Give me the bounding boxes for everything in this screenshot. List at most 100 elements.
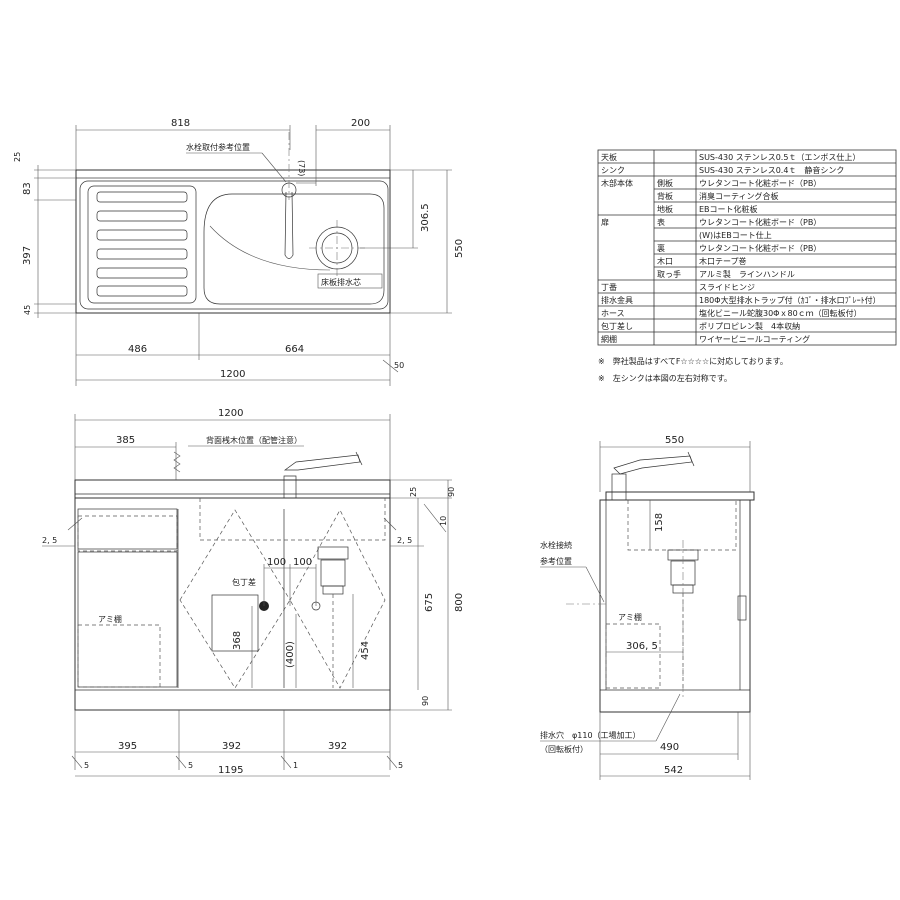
spec-cell-c3: ウレタンコート化粧ボード（PB）	[699, 178, 821, 188]
spec-note-1: ※ 弊社製品はすべてF☆☆☆☆に対応しております。	[598, 356, 788, 366]
door-swing-lines	[179, 509, 386, 689]
side-ami-shelf	[605, 623, 661, 689]
spec-cell-c3: スライドヒンジ	[699, 283, 755, 292]
front-sink-bowl	[199, 498, 386, 541]
spec-cell-c1: 排水金具	[601, 295, 633, 305]
dim-397: 397	[22, 246, 33, 265]
spec-note-2: ※ 左シンクは本図の左右対称です。	[598, 373, 732, 383]
dim-45: 45	[23, 305, 32, 315]
dim-200: 200	[351, 118, 370, 129]
dim-25-front: 25	[409, 487, 418, 497]
dim-800: 800	[454, 593, 465, 612]
front-ami-label: アミ棚	[98, 614, 122, 624]
dim-100a: 100	[267, 557, 286, 568]
dim-10: 10	[439, 516, 448, 526]
dim-550-side: 550	[665, 435, 684, 446]
spec-cell-c3: 消臭コーティング合板	[699, 191, 779, 201]
drainboard	[87, 185, 197, 304]
spec-cell-c3: SUS-430 ステンレス0.4ｔ 静音シンク	[699, 165, 844, 175]
label-faucet-conn-2: 参考位置	[540, 556, 572, 566]
dim-550: 550	[454, 239, 465, 258]
spec-cell-c3: EBコート化粧板	[699, 204, 758, 214]
dim-1195: 1195	[218, 765, 243, 776]
counter-back-edge	[75, 169, 391, 179]
spec-cell-c2: 表	[657, 217, 665, 227]
drawer-front	[77, 508, 178, 550]
side-faucet-spout	[613, 455, 693, 475]
side-body	[599, 499, 751, 713]
spec-cell-c3: 180Φ大型排水トラップ付（ｶｺﾞ・排水口ﾌﾟﾚｰﾄ付）	[699, 295, 881, 305]
dim-392a: 392	[222, 741, 241, 752]
label-drain-hole-1: 排水穴 φ110（工場加工）	[540, 730, 641, 740]
front-ami-shelf	[77, 624, 161, 688]
spec-cell-c1: 扉	[601, 217, 609, 227]
spec-cell-c3: アルミ製 ラインハンドル	[699, 269, 795, 279]
side-view: 158 アミ棚 306, 5 水栓接続 参考位置 550 490 542 排水穴…	[540, 435, 755, 780]
label-drain-center: 床板排水芯	[321, 277, 361, 287]
dim-400: (400)	[285, 641, 296, 668]
dim-73: (73)	[297, 160, 306, 176]
dim-818: 818	[171, 118, 190, 129]
spec-cell-c3: ウレタンコート化粧ボード（PB）	[699, 217, 821, 227]
spec-cell-c2: 背板	[657, 191, 673, 201]
dim-392b: 392	[328, 741, 347, 752]
dim-gap-1: 1	[293, 761, 298, 770]
spec-cell-c3: ポリプロピレン製 4本収納	[699, 321, 800, 331]
spec-cell-c3: 木口テープ巻	[699, 256, 747, 266]
spec-cell-c2: 取っ手	[657, 269, 681, 279]
dim-gap-5b: 5	[188, 761, 193, 770]
side-faucet-body	[611, 473, 627, 501]
spec-cell-c3: ワイヤービニールコーティング	[699, 334, 810, 344]
dim-2-5-left: 2, 5	[42, 536, 57, 545]
spec-cell-c2: 裏	[657, 243, 665, 253]
front-view: アミ棚 包丁差 100 100 368 (400) 454 1200 385 背…	[42, 408, 465, 777]
dim-gap-5a: 5	[84, 761, 89, 770]
front-faucet-spout	[283, 454, 361, 471]
dim-675: 675	[424, 593, 435, 612]
spec-cell-c3: SUS-430 ステンレス0.5ｔ（エンボス仕上）	[699, 152, 860, 162]
label-faucet-conn-1: 水栓接続	[540, 540, 572, 550]
dim-83: 83	[22, 182, 33, 195]
cabinet-body	[74, 497, 391, 711]
label-back-stud: 背面桟木位置（配管注意）	[206, 435, 302, 445]
front-faucet-body	[283, 475, 297, 499]
countertop-outline	[75, 169, 391, 314]
dim-25: 25	[13, 152, 22, 162]
counter-inner-rim	[79, 180, 389, 310]
label-drain-hole-2: （回転板付）	[540, 744, 588, 754]
spec-cell-c1: シンク	[601, 166, 625, 175]
dim-454: 454	[360, 641, 371, 660]
spec-table: 天板 SUS-430 ステンレス0.5ｔ（エンボス仕上） シンク SUS-430 ステ…	[597, 149, 897, 383]
dim-90: 90	[421, 696, 430, 706]
dim-664: 664	[285, 344, 304, 355]
dim-50: 50	[394, 361, 404, 370]
dim-2-5-right: 2, 5	[397, 536, 412, 545]
dim-306-5: 306.5	[420, 203, 431, 232]
spec-cell-c3: ウレタンコート化粧ボード（PB）	[699, 243, 821, 253]
sink-bowl	[203, 193, 385, 305]
spec-cell-c2: 木口	[657, 256, 673, 266]
front-countertop	[74, 479, 391, 499]
faucet-spout	[284, 191, 294, 259]
knife-holder	[211, 594, 259, 652]
spec-cell-c3: (W)はEBコート仕上	[699, 230, 772, 240]
sink-contour	[209, 225, 331, 271]
dim-1200-plan: 1200	[220, 369, 245, 380]
spec-cell-c1: 木部本体	[601, 178, 633, 188]
spec-cell-c1: 丁番	[601, 282, 617, 292]
dim-395: 395	[118, 741, 137, 752]
dim-490: 490	[660, 742, 679, 753]
spec-cell-c1: 天板	[601, 152, 617, 162]
plan-view: 818 200 水栓取付参考位置 (73) 25 83 397 45 550 3…	[13, 118, 465, 386]
dim-1200-front: 1200	[218, 408, 243, 419]
dim-306-5-side: 306, 5	[626, 641, 658, 652]
left-door	[77, 551, 178, 688]
side-ami-label: アミ棚	[618, 612, 642, 622]
spec-cell-c1: ホース	[601, 309, 625, 318]
dim-gap-5c: 5	[398, 761, 403, 770]
dim-542: 542	[664, 765, 683, 776]
label-faucet-ref: 水栓取付参考位置	[186, 142, 250, 152]
spec-cell-c1: 包丁差し	[601, 321, 633, 331]
side-sink-bowl	[627, 500, 737, 551]
